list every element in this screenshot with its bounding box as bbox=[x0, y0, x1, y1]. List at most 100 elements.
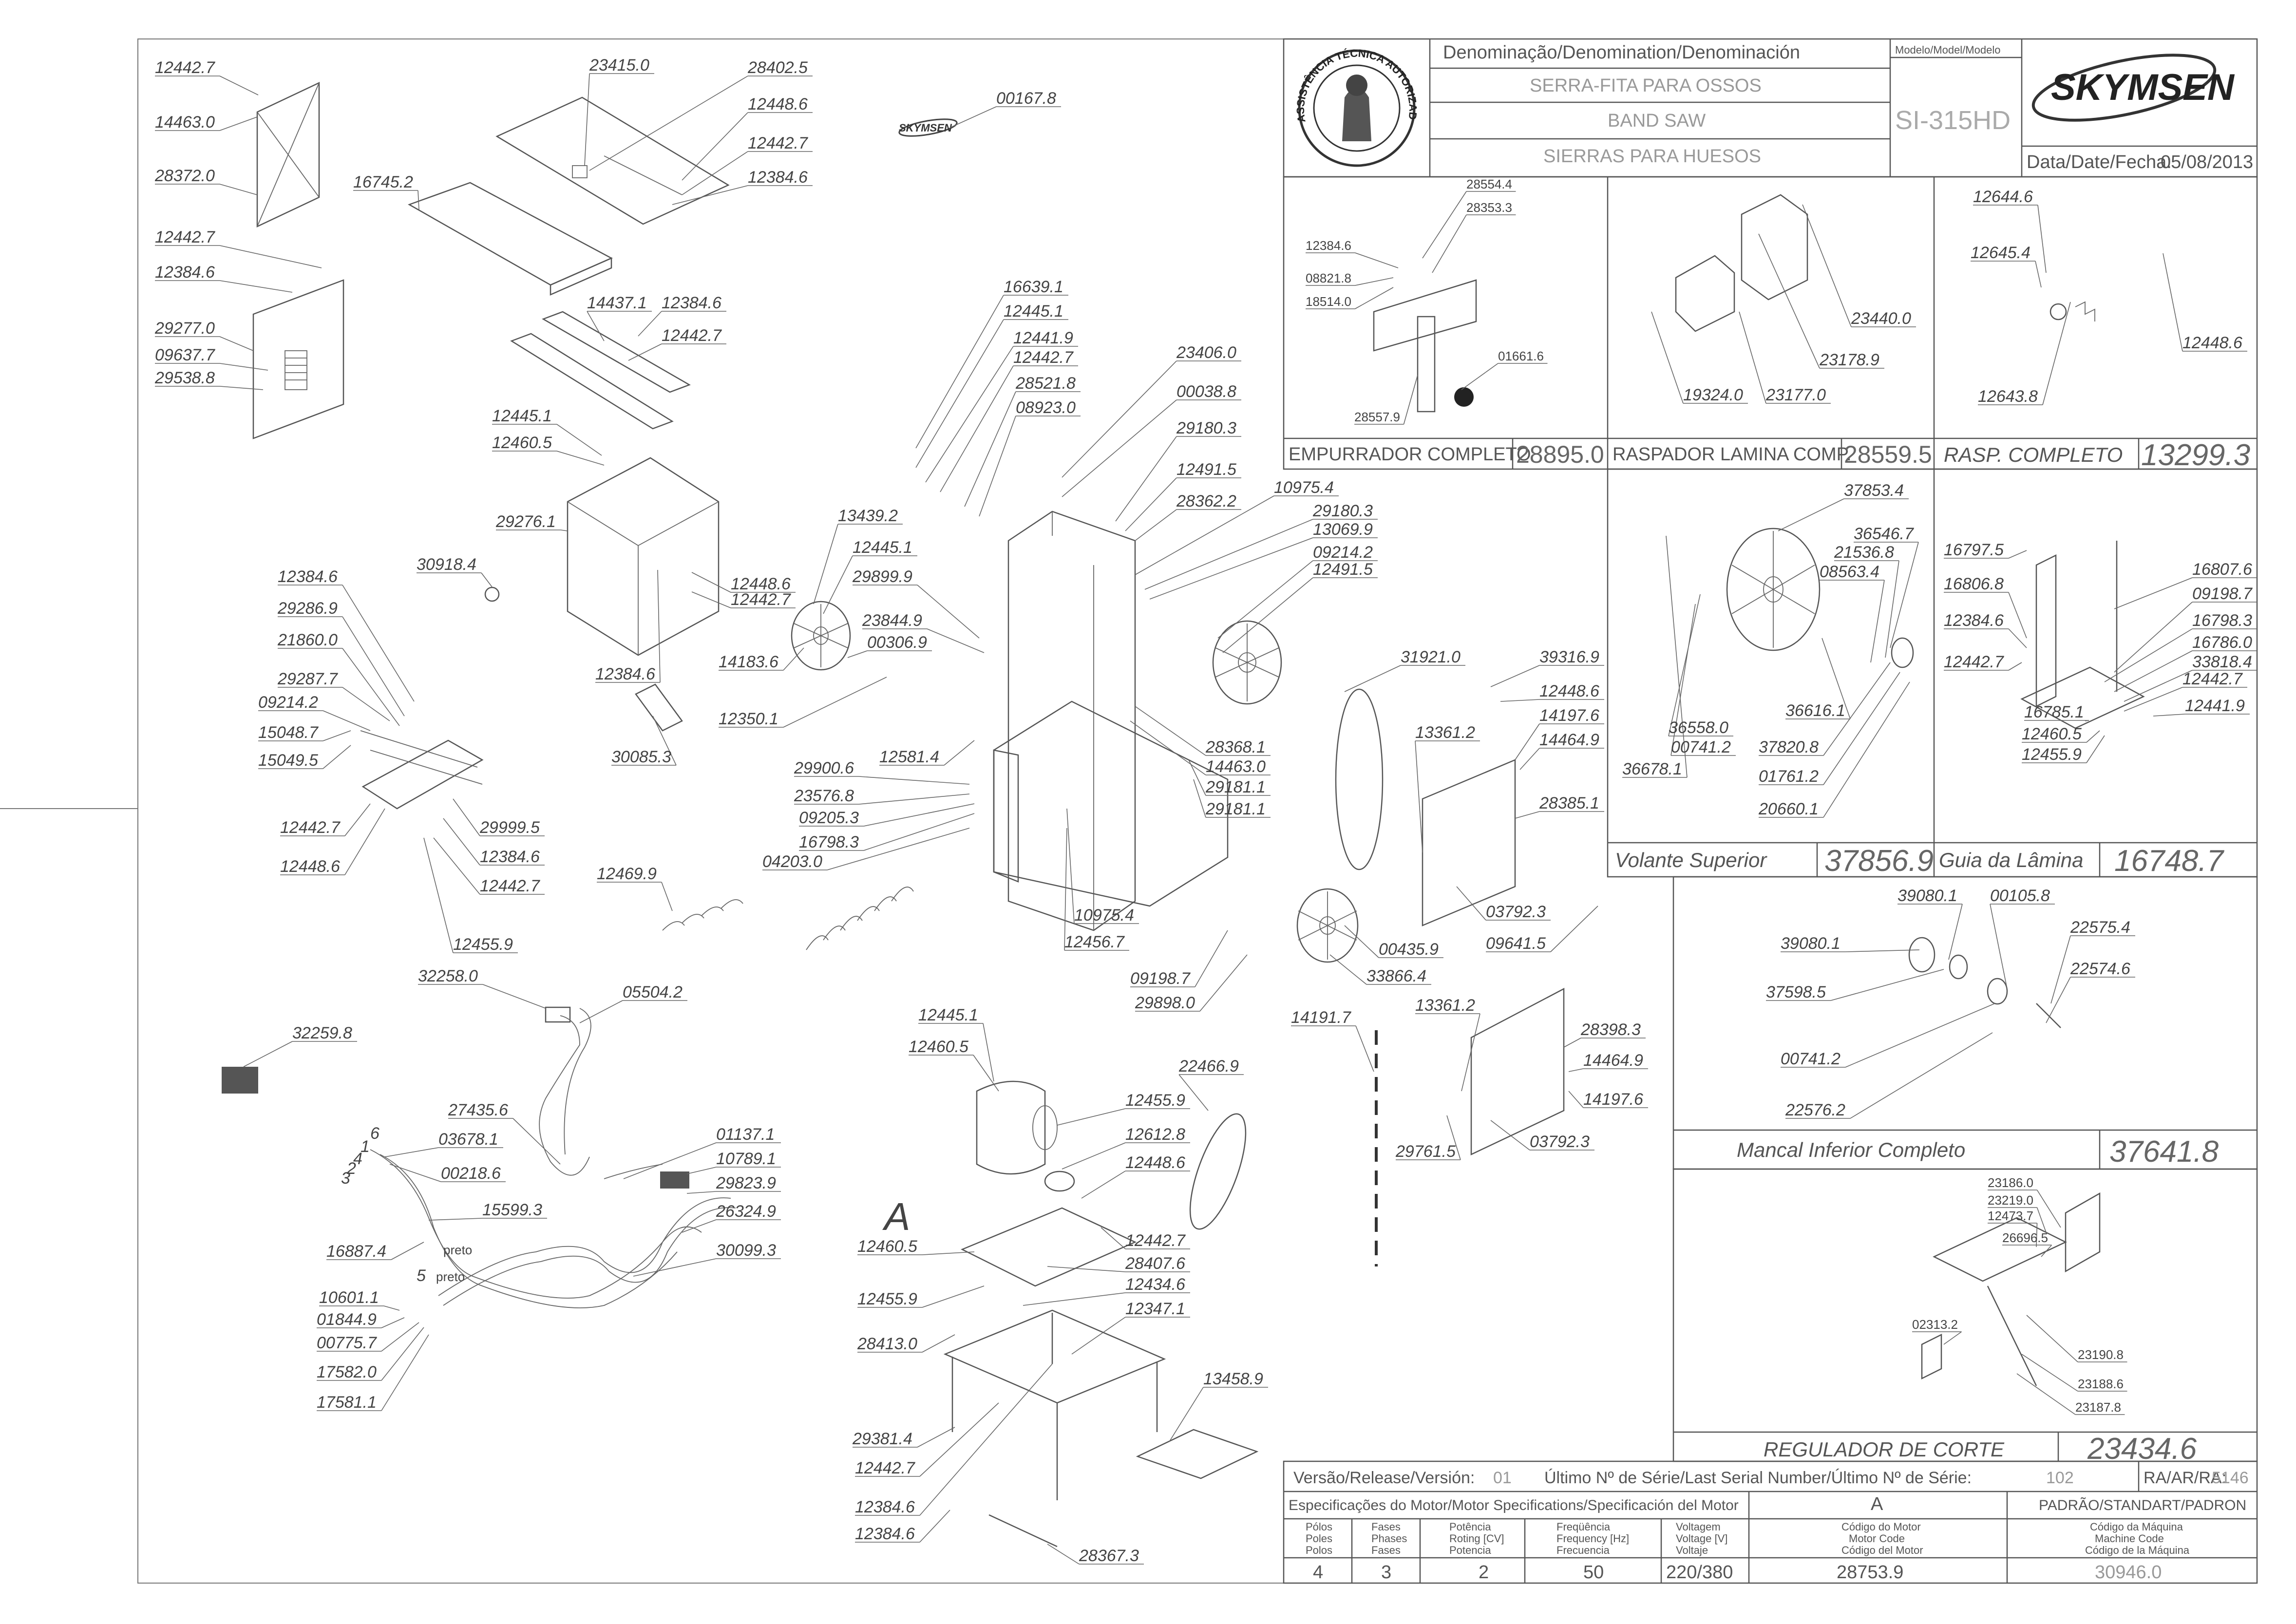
leader-p152 bbox=[1668, 594, 1701, 736]
leader-p106 bbox=[686, 1191, 717, 1194]
leader-p149 bbox=[1890, 542, 1919, 648]
square-tube bbox=[635, 683, 683, 732]
part-label-p110: 01844.9 bbox=[317, 1310, 377, 1329]
leader-p48 bbox=[1115, 436, 1177, 522]
leader-p83 bbox=[1195, 930, 1228, 987]
motor-variant: A bbox=[1871, 1494, 1883, 1514]
part-label-p7: 09637.7 bbox=[155, 346, 215, 364]
leader-p115 bbox=[973, 1055, 999, 1092]
part-label-p111: 00775.7 bbox=[317, 1334, 377, 1352]
svg-text:Código del Motor: Código del Motor bbox=[1841, 1544, 1923, 1556]
part-label-p169: 16785.1 bbox=[2024, 703, 2084, 721]
leader-p98 bbox=[243, 1041, 293, 1067]
part-label-p26: 12384.6 bbox=[278, 567, 338, 586]
part-label-p46: 23406.0 bbox=[1176, 343, 1236, 362]
part-label-p60: 29180.3 bbox=[1312, 502, 1373, 520]
stand-base bbox=[943, 1309, 1166, 1500]
leader-p180 bbox=[1850, 1032, 1993, 1119]
part-label-p40: 16639.1 bbox=[1004, 278, 1063, 296]
part-label-p157: 01761.2 bbox=[1759, 767, 1819, 786]
part-label-p164: 16798.3 bbox=[2192, 611, 2252, 630]
part-label-p87: 03792.3 bbox=[1486, 903, 1546, 921]
svg-text:Fases: Fases bbox=[1371, 1544, 1401, 1556]
leader-p2 bbox=[219, 116, 258, 131]
leader-p131 bbox=[919, 1510, 950, 1543]
part-label-p163: 12384.6 bbox=[1944, 611, 2004, 630]
part-label-p133: 28554.4 bbox=[1466, 177, 1512, 191]
leader-p82 bbox=[1064, 828, 1067, 951]
part-label-p43: 12442.7 bbox=[1013, 348, 1074, 367]
leader-p188 bbox=[2016, 1373, 2076, 1415]
leader-p86 bbox=[1329, 954, 1367, 985]
subassembly-name-2: RASP. COMPLETO bbox=[1944, 443, 2123, 466]
skymsen-mark: SKYMSEN bbox=[898, 118, 958, 137]
part-label-p108: 30099.3 bbox=[716, 1241, 776, 1260]
part-label-p112: 17582.0 bbox=[317, 1363, 377, 1381]
leader-p33 bbox=[344, 803, 371, 836]
leader-p12 bbox=[682, 151, 748, 195]
part-label-p99: 27435.6 bbox=[448, 1101, 508, 1119]
leader-p62 bbox=[1217, 560, 1313, 639]
part-label-p34: 12448.6 bbox=[280, 857, 340, 876]
leader-p109 bbox=[383, 1305, 400, 1311]
part-label-p9: 23415.0 bbox=[589, 56, 649, 75]
leader-p4 bbox=[219, 245, 322, 268]
denomination-header: Denominação/Denomination/Denominación bbox=[1443, 42, 1800, 63]
part-label-p143: 23177.0 bbox=[1765, 386, 1826, 404]
part-label-p166: 12442.7 bbox=[1944, 653, 2004, 671]
leader-p135 bbox=[1355, 252, 1399, 268]
part-label-p165: 16786.0 bbox=[2192, 633, 2252, 652]
wire-number-1: 1 bbox=[361, 1137, 370, 1156]
leader-p146 bbox=[2163, 253, 2183, 352]
part-label-p178: 37598.5 bbox=[1766, 983, 1826, 1001]
part-label-p86: 33866.4 bbox=[1366, 967, 1426, 985]
leader-p73 bbox=[1188, 759, 1206, 796]
part-label-p61: 13069.9 bbox=[1313, 520, 1373, 539]
inset-volante bbox=[1726, 528, 1914, 668]
part-label-p52: 12445.1 bbox=[853, 538, 912, 557]
part-label-p179: 00741.2 bbox=[1781, 1050, 1841, 1068]
part-label-p35: 29999.5 bbox=[479, 818, 540, 837]
part-label-p118: 12448.6 bbox=[1125, 1153, 1185, 1172]
part-label-p140: 23440.0 bbox=[1851, 309, 1911, 328]
part-label-p63: 12491.5 bbox=[1313, 560, 1373, 579]
part-label-p106: 29823.9 bbox=[716, 1174, 776, 1192]
leader-p129 bbox=[919, 1402, 999, 1477]
lower-door bbox=[1470, 987, 1565, 1155]
leader-p148 bbox=[1778, 498, 1844, 531]
leader-p175 bbox=[1845, 949, 1920, 952]
leader-p64 bbox=[1344, 665, 1401, 692]
title-block: Denominação/Denomination/Denominación SE… bbox=[0, 0, 2258, 178]
part-label-p125: 28413.0 bbox=[857, 1335, 917, 1353]
subassembly-code-1: 28559.5 bbox=[1844, 441, 1932, 468]
part-label-p27: 29286.9 bbox=[277, 599, 338, 618]
leader-p116 bbox=[1057, 1108, 1126, 1126]
leader-p68 bbox=[1519, 748, 1540, 770]
wire-label-0: preto bbox=[443, 1243, 472, 1257]
part-label-p144: 12644.6 bbox=[1973, 188, 2033, 206]
leader-p114 bbox=[983, 1023, 994, 1082]
leader-p9 bbox=[584, 73, 590, 166]
leader-p123 bbox=[922, 1251, 975, 1255]
name-en: BAND SAW bbox=[1608, 111, 1706, 131]
part-label-p91: 28398.3 bbox=[1580, 1020, 1641, 1039]
part-label-p28: 21860.0 bbox=[277, 631, 338, 649]
leader-p143 bbox=[1739, 311, 1766, 404]
poles-value: 4 bbox=[1313, 1562, 1323, 1583]
part-label-p136: 08821.8 bbox=[1306, 271, 1351, 285]
leader-p5 bbox=[219, 280, 293, 293]
part-label-p107: 26324.9 bbox=[716, 1202, 776, 1221]
col-machine-code: Código da Máquina Machine Code Código de… bbox=[2085, 1521, 2190, 1583]
subassembly-code-3: 37856.9 bbox=[1824, 844, 1934, 878]
upper-door bbox=[1422, 759, 1516, 926]
part-label-p45: 08923.0 bbox=[1016, 398, 1076, 417]
part-label-p56: 14183.6 bbox=[719, 653, 778, 671]
leader-p74 bbox=[1193, 779, 1206, 818]
leader-p67 bbox=[1515, 723, 1540, 760]
leader-p79 bbox=[827, 828, 970, 870]
leader-p151 bbox=[1870, 580, 1885, 663]
leader-p58 bbox=[944, 740, 975, 766]
leader-p42 bbox=[925, 346, 1014, 483]
part-label-p135: 12384.6 bbox=[1306, 238, 1351, 253]
